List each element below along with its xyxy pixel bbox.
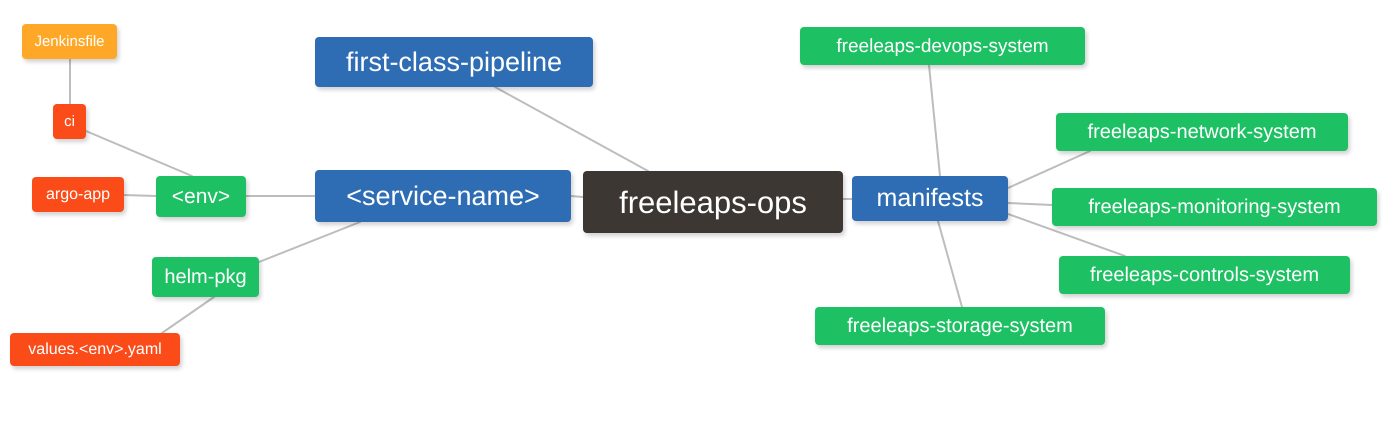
node-freeleaps-ops[interactable]: freeleaps-ops — [583, 171, 843, 233]
node-freeleaps-controls-system[interactable]: freeleaps-controls-system — [1059, 256, 1350, 294]
edge-e-manifests-devops — [928, 64, 941, 177]
edge-e-manifests-storage — [937, 220, 963, 308]
edge-e-manifests-monitoring — [1007, 202, 1053, 206]
edge-e-helmpkg-servicename — [258, 221, 361, 263]
node-helm-pkg[interactable]: helm-pkg — [152, 257, 259, 297]
edge-e-manifests-network — [1007, 150, 1091, 189]
node-freeleaps-monitoring-system[interactable]: freeleaps-monitoring-system — [1052, 188, 1377, 226]
node-freeleaps-devops-system[interactable]: freeleaps-devops-system — [800, 27, 1085, 65]
node-manifests[interactable]: manifests — [852, 176, 1008, 221]
node-freeleaps-network-system[interactable]: freeleaps-network-system — [1056, 113, 1348, 151]
node-jenkinsfile[interactable]: Jenkinsfile — [22, 24, 117, 59]
edge-e-fcp-ops — [494, 86, 649, 172]
node-freeleaps-storage-system[interactable]: freeleaps-storage-system — [815, 307, 1105, 345]
node-env[interactable]: <env> — [156, 176, 246, 217]
edge-e-ci-env — [85, 130, 193, 177]
node-first-class-pipeline[interactable]: first-class-pipeline — [315, 37, 593, 87]
node-argo-app[interactable]: argo-app — [32, 177, 124, 212]
node-ci[interactable]: ci — [53, 104, 86, 139]
node-service-name[interactable]: <service-name> — [315, 170, 571, 222]
edge-e-argoapp-env — [123, 194, 157, 197]
edge-e-valuesyaml-helmpkg — [161, 296, 215, 334]
edge-e-servicename-ops — [570, 195, 584, 198]
node-values-env-yaml[interactable]: values.<env>.yaml — [10, 333, 180, 366]
